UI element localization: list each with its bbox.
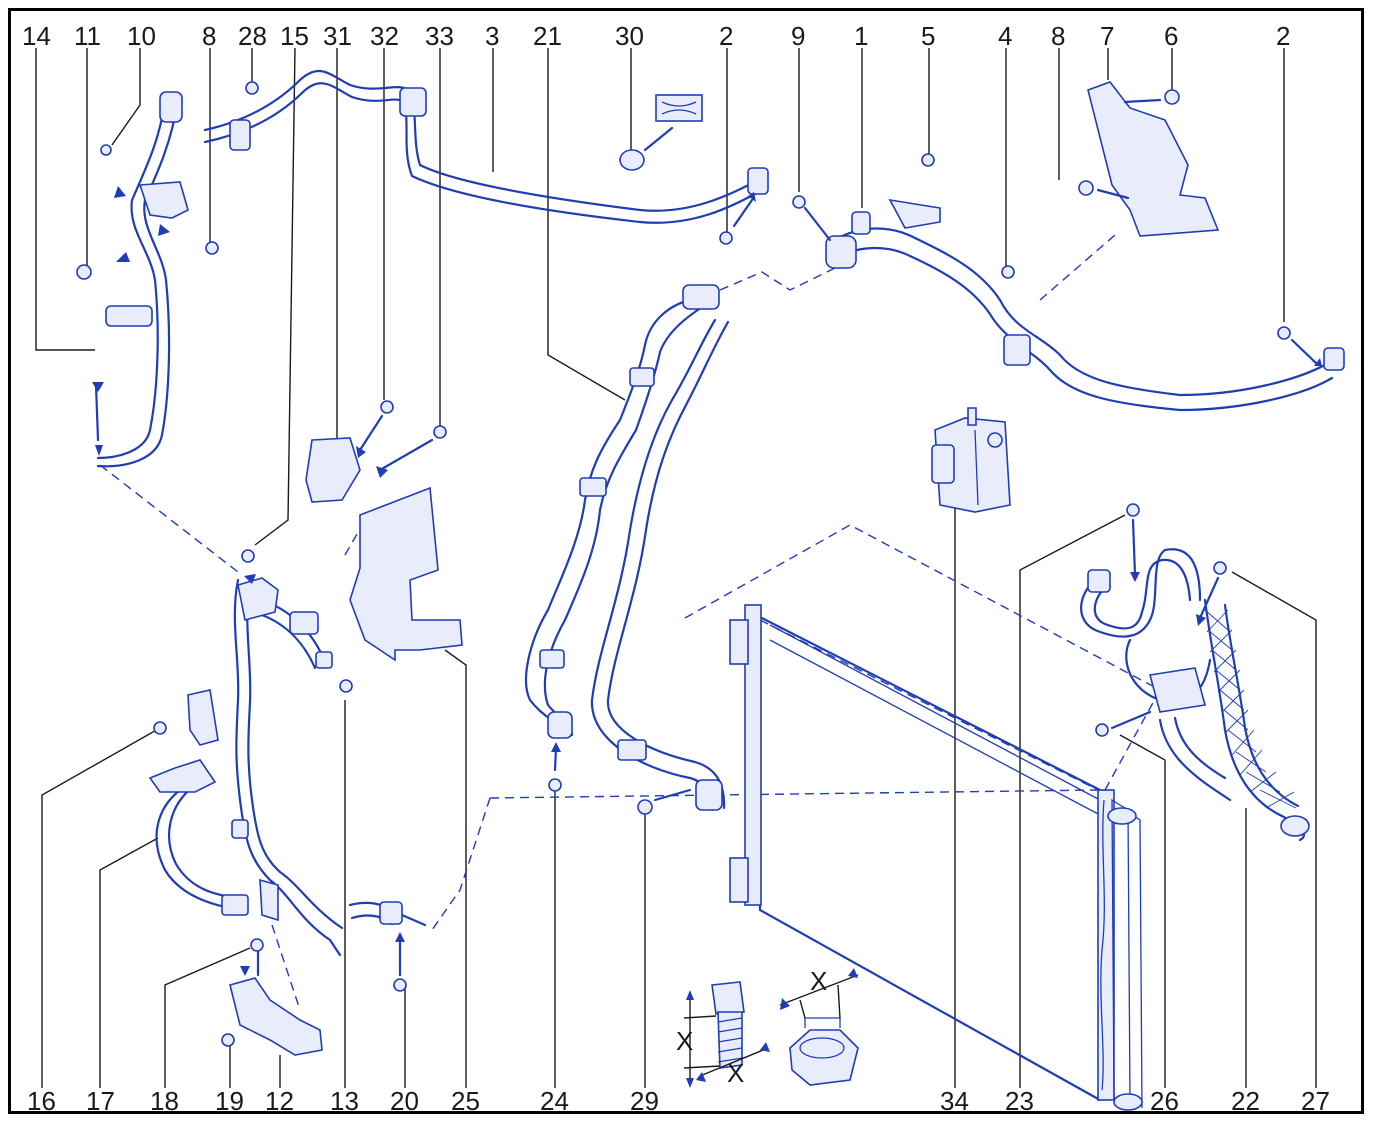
callouts-bottom: 16 17 18 19 12 13 20 25 24 29 34 23 26 2…: [27, 1086, 1330, 1116]
callout-13: 13: [330, 1086, 359, 1116]
callout-8: 8: [202, 21, 216, 51]
callout-7: 7: [1100, 21, 1114, 51]
callout-31: 31: [323, 21, 352, 51]
callout-14: 14: [22, 21, 51, 51]
callout-6: 6: [1164, 21, 1178, 51]
bracket-25-assembly: [305, 400, 463, 662]
callout-11: 11: [74, 21, 101, 51]
callout-25: 25: [451, 1086, 480, 1116]
callout-21: 21: [533, 21, 562, 51]
tolerance-label: X: [676, 1026, 693, 1056]
callout-29: 29: [630, 1086, 659, 1116]
callout-26: 26: [1150, 1086, 1179, 1116]
callout-23: 23: [1005, 1086, 1034, 1116]
part-34-block: [931, 407, 1011, 513]
pipe-21-assembly: [524, 284, 730, 815]
tolerance-detail: X X X: [676, 966, 859, 1088]
callout-8: 8: [1051, 21, 1065, 51]
bracket-7: [1078, 81, 1220, 237]
callout-3: 3: [485, 21, 499, 51]
tolerance-label: X: [727, 1058, 744, 1088]
callout-20: 20: [390, 1086, 419, 1116]
callout-33: 33: [425, 21, 454, 51]
callout-32: 32: [370, 21, 399, 51]
callout-5: 5: [921, 21, 935, 51]
pipe-3: [203, 69, 769, 245]
callout-19: 19: [215, 1086, 244, 1116]
assembly-guides: [99, 234, 1161, 931]
callout-15: 15: [280, 21, 309, 51]
leader-lines-top: [35, 47, 1285, 546]
callout-9: 9: [791, 21, 805, 51]
callout-10: 10: [127, 21, 156, 51]
part-30-clip: [619, 94, 703, 171]
callout-22: 22: [1231, 1086, 1260, 1116]
callout-16: 16: [27, 1086, 56, 1116]
pipe-1-assembly: [792, 153, 1345, 412]
callout-17: 17: [86, 1086, 115, 1116]
callout-24: 24: [540, 1086, 569, 1116]
callout-18: 18: [150, 1086, 179, 1116]
callout-2: 2: [1276, 21, 1290, 51]
callout-2: 2: [719, 21, 733, 51]
callout-28: 28: [238, 21, 267, 51]
callouts-top: 14 11 10 8 28 15 31 32 33 3 21 30 2 9 1 …: [22, 21, 1290, 51]
condenser: [729, 604, 1143, 1111]
pipe-assembly-left-lower: [148, 549, 427, 1056]
tolerance-label: X: [810, 966, 827, 996]
callout-30: 30: [615, 21, 644, 51]
callout-34: 34: [940, 1086, 969, 1116]
callout-4: 4: [998, 21, 1012, 51]
leader-lines-bottom: [41, 500, 1317, 1088]
hose-assembly-right: [1080, 503, 1310, 842]
callout-27: 27: [1301, 1086, 1330, 1116]
callout-12: 12: [265, 1086, 294, 1116]
callout-1: 1: [854, 21, 868, 51]
pipe-assembly-left-upper: [76, 91, 219, 468]
